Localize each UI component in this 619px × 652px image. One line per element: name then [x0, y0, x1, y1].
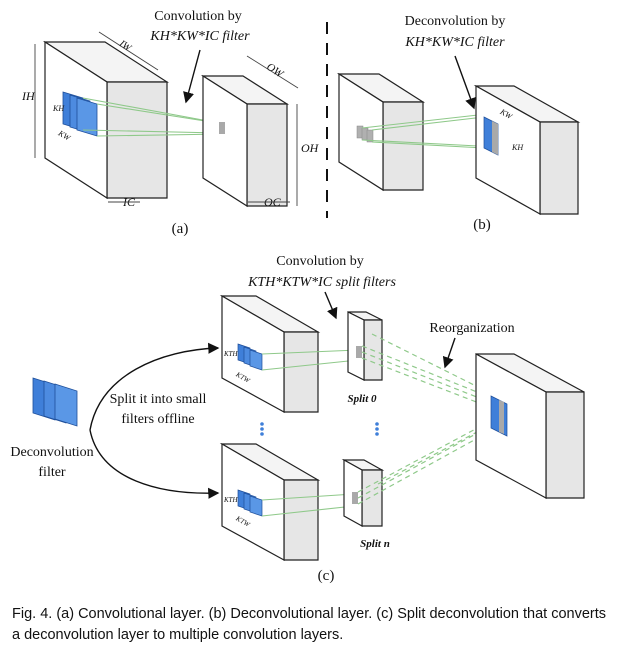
arrow-to-output-b: [454, 55, 476, 110]
deconv-filter-stack: [32, 377, 78, 427]
split-arrow-top: [89, 342, 220, 431]
connector-lines-c-bottom: [261, 493, 355, 517]
split-0-pixel: [356, 346, 362, 358]
heading-a-line2: KH*KW*IC filter: [149, 29, 250, 44]
heading-c-line1: Convolution by: [276, 254, 364, 269]
figure-caption: Fig. 4. (a) Convolutional layer. (b) Dec…: [12, 606, 606, 643]
split-n-pixel: [352, 492, 358, 504]
output-feature-map-cube: [200, 74, 290, 208]
filter-stack-a: [62, 91, 98, 137]
label-kth-top: KTH: [223, 350, 239, 358]
connector-lines-b: [361, 114, 485, 149]
panel-b: Deconvolution by KH*KW*IC filter KW KH (…: [336, 14, 581, 233]
label-ih: IH: [21, 89, 36, 103]
heading-b-line1: Deconvolution by: [405, 14, 506, 29]
arrow-to-output-a: [183, 49, 201, 104]
output-cube-b: [473, 84, 581, 216]
split-0-cube: [347, 311, 383, 381]
arrow-reorganization: [442, 337, 456, 369]
panel-b-label: (b): [473, 217, 491, 233]
dim-line-iw: [98, 31, 159, 71]
dashed-connectors-bottom: [357, 417, 501, 505]
label-oh: OH: [301, 141, 320, 155]
split-0-label: Split 0: [347, 393, 377, 405]
heading-c-line2: KTH*KTW*IC split filters: [247, 275, 396, 290]
split-arrow-bottom: [89, 429, 220, 499]
reorganization-label: Reorganization: [429, 321, 514, 336]
split-note-line2: filters offline: [121, 412, 194, 427]
label-kh-b: KH: [511, 143, 524, 152]
output-pixel-a: [219, 122, 225, 134]
label-ow: OW: [264, 61, 286, 81]
ellipsis-dots-right: [375, 422, 379, 436]
output-filter-b: [483, 116, 499, 156]
deconv-filter-line2: filter: [38, 465, 66, 480]
panel-a-label: (a): [172, 221, 189, 237]
panel-c: Deconvolution filter Split it into small…: [10, 254, 585, 584]
panel-a: Convolution by KH*KW*IC filter IH IW KH …: [21, 9, 320, 237]
heading-a-line1: Convolution by: [154, 9, 242, 24]
split-note-line1: Split it into small: [110, 392, 207, 407]
dim-line-ow: [246, 55, 299, 89]
split-n-cube: [341, 458, 385, 528]
connector-lines-c-top: [261, 349, 359, 371]
label-kth-bottom: KTH: [223, 496, 239, 504]
arrow-to-splits: [324, 291, 338, 320]
input-cube-b: [336, 72, 426, 192]
panel-c-label: (c): [318, 568, 335, 584]
label-kh-a: KH: [52, 104, 65, 113]
deconv-filter-line1: Deconvolution: [10, 445, 93, 460]
output-cube-c: [475, 352, 585, 500]
split-n-label: Split n: [360, 538, 390, 550]
heading-b-line2: KH*KW*IC filter: [404, 35, 505, 50]
ellipsis-dots-left: [260, 422, 264, 436]
output-filter-c: [490, 395, 508, 437]
